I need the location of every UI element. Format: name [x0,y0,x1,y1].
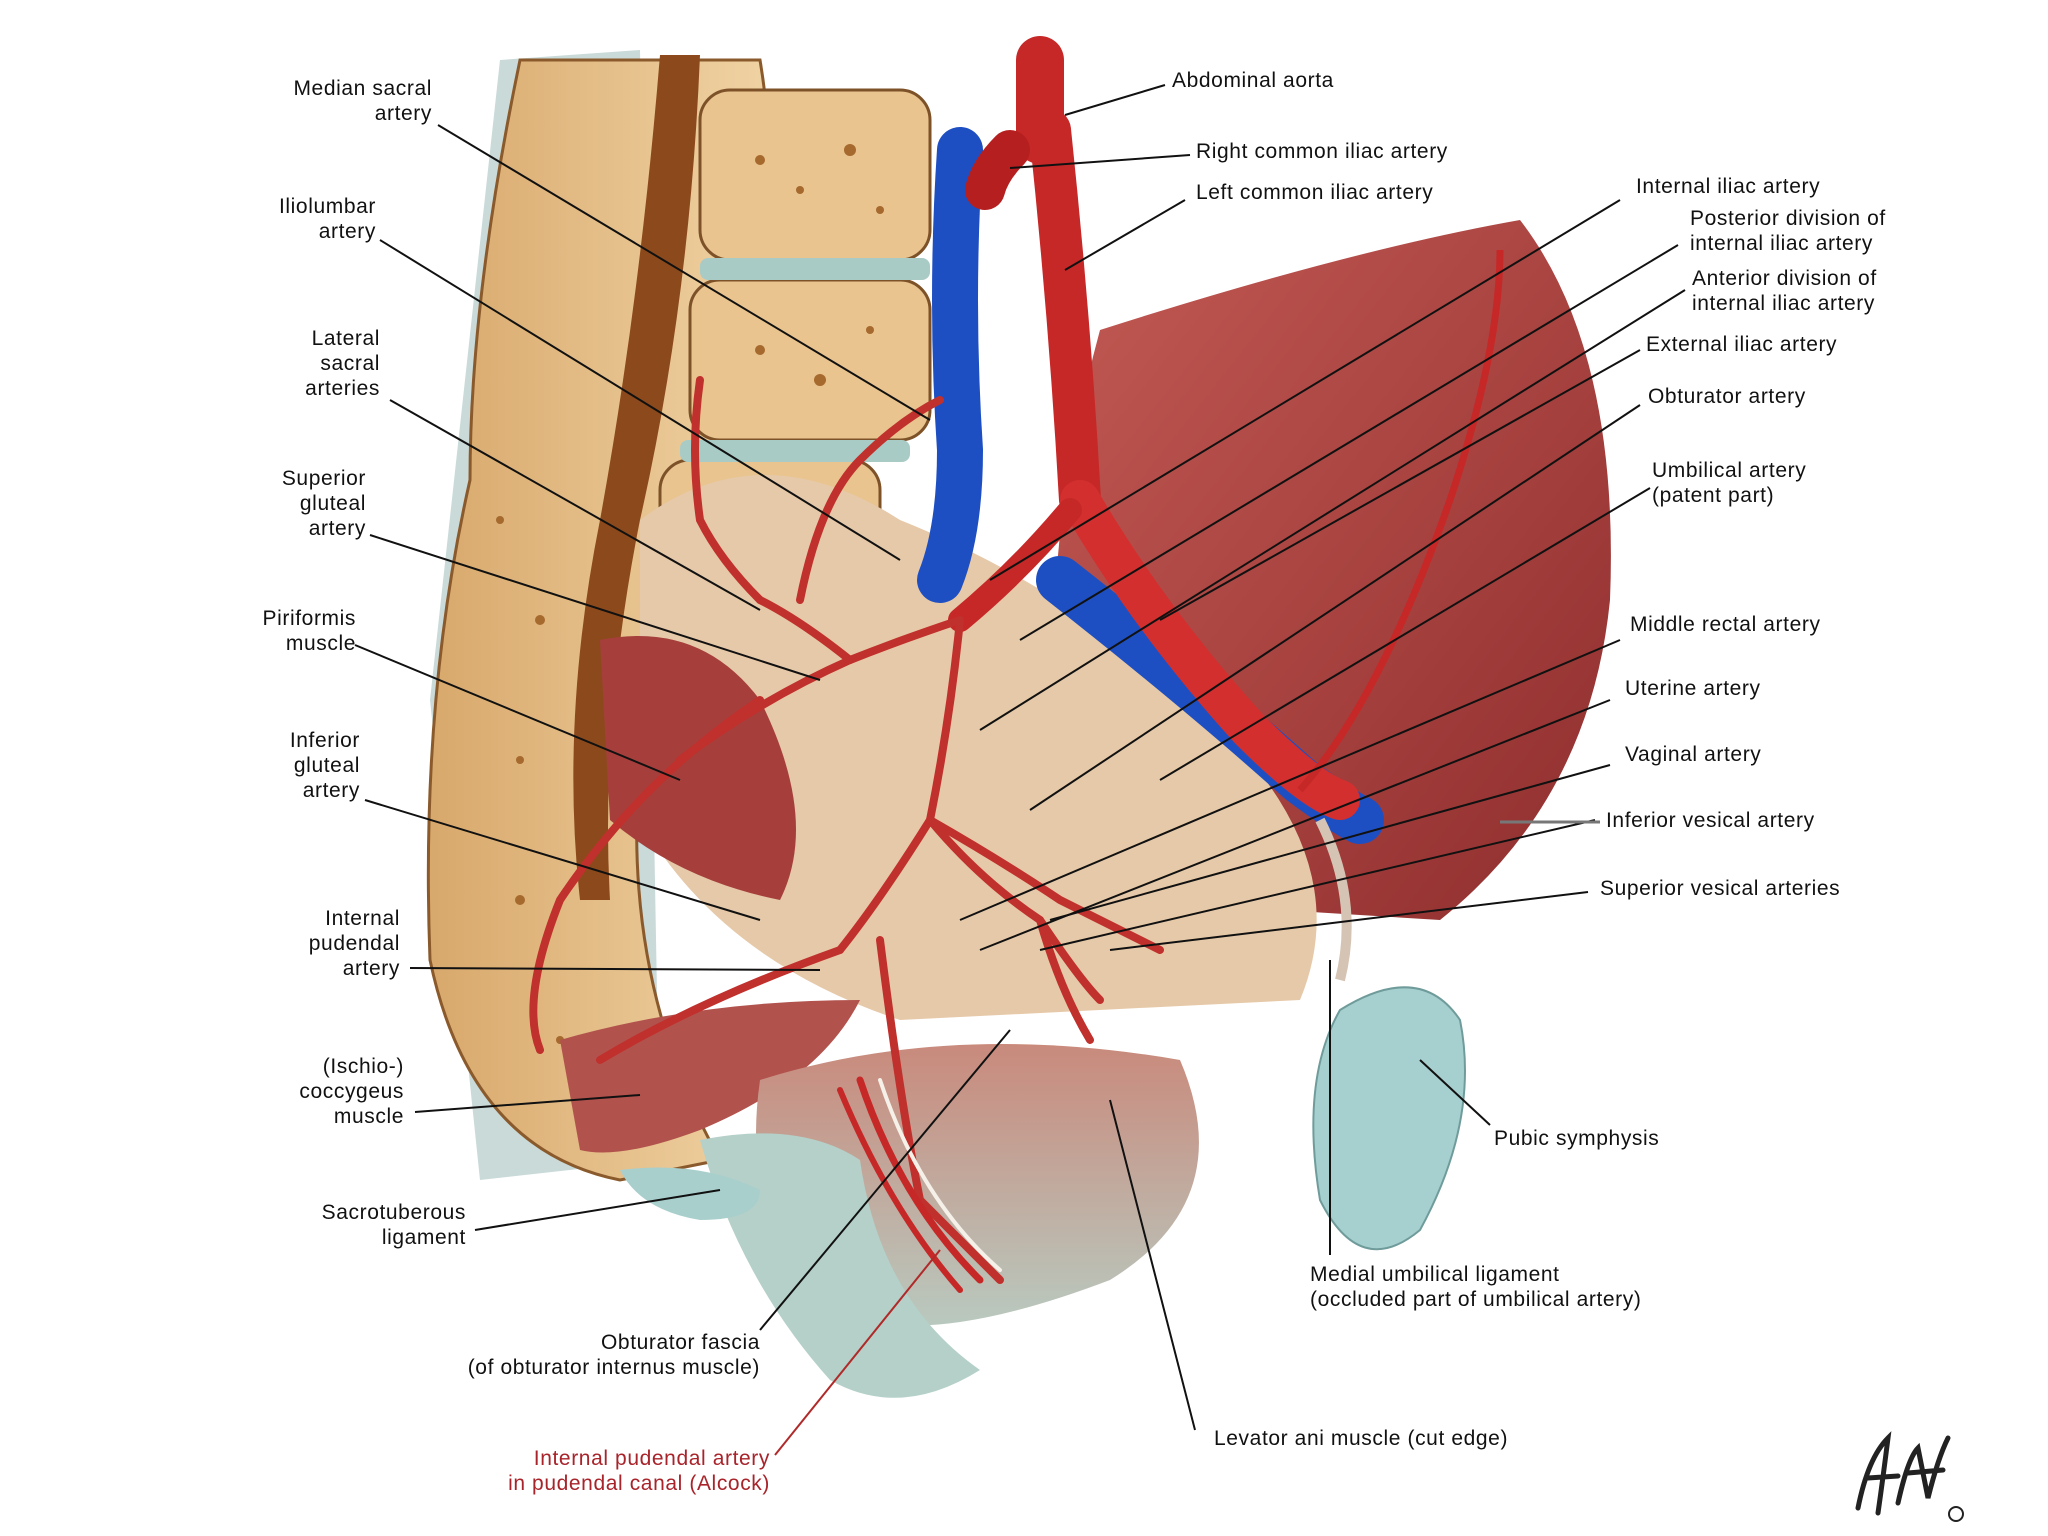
internal-iliac-branches [529,376,1164,1284]
label-internal-iliac-artery: Internal iliac artery [1636,175,1821,198]
label-abdominal-aorta: Abdominal aorta [1172,69,1334,92]
common-iliac-vein [917,127,984,603]
pudendal-canal-leader [774,1249,941,1456]
obturator-fascia-shape [700,1133,980,1398]
piriformis-muscle-shape [600,636,796,900]
label-medial-umbilical-ligament: Medial umbilical ligament(occluded part … [1310,1263,1642,1311]
label-inferior-vesical-artery: Inferior vesical artery [1606,809,1815,832]
label-levator-ani-muscle: Levator ani muscle (cut edge) [1214,1427,1509,1450]
label-vaginal-artery: Vaginal artery [1625,743,1762,766]
label-umbilical-artery: Umbilical artery(patent part) [1652,459,1807,507]
internal-iliac-vessel [948,498,1082,632]
label-middle-rectal-artery: Middle rectal artery [1630,613,1821,636]
right-common-iliac-stump [965,130,1030,210]
pubic-symphysis-shape [1312,986,1466,1251]
label-superior-vesical-arteries: Superior vesical arteries [1600,877,1841,900]
artist-signature-icon [1855,1431,1964,1522]
label-pubic-symphysis: Pubic symphysis [1494,1127,1660,1150]
bone-texture [496,144,884,1044]
label-left-common-iliac-artery: Left common iliac artery [1196,181,1434,204]
label-right-common-iliac-artery: Right common iliac artery [1196,140,1448,163]
label-obturator-fascia: Obturator fascia(of obturator internus m… [467,1331,760,1379]
external-iliac-vessel [1060,480,1360,820]
label-external-iliac-artery: External iliac artery [1646,333,1838,356]
sacrotuberous-ligament-shape [620,1167,760,1220]
label-uterine-artery: Uterine artery [1625,677,1761,700]
leader-lines [354,84,1686,1431]
umbilical-artery-vessel [1297,249,1504,793]
label-obturator-artery: Obturator artery [1648,385,1806,408]
pudendal-canal-vessels [837,1076,1002,1293]
medial-umbilical-ligament-shape [1315,817,1352,982]
left-common-iliac-vessel [1029,109,1101,521]
